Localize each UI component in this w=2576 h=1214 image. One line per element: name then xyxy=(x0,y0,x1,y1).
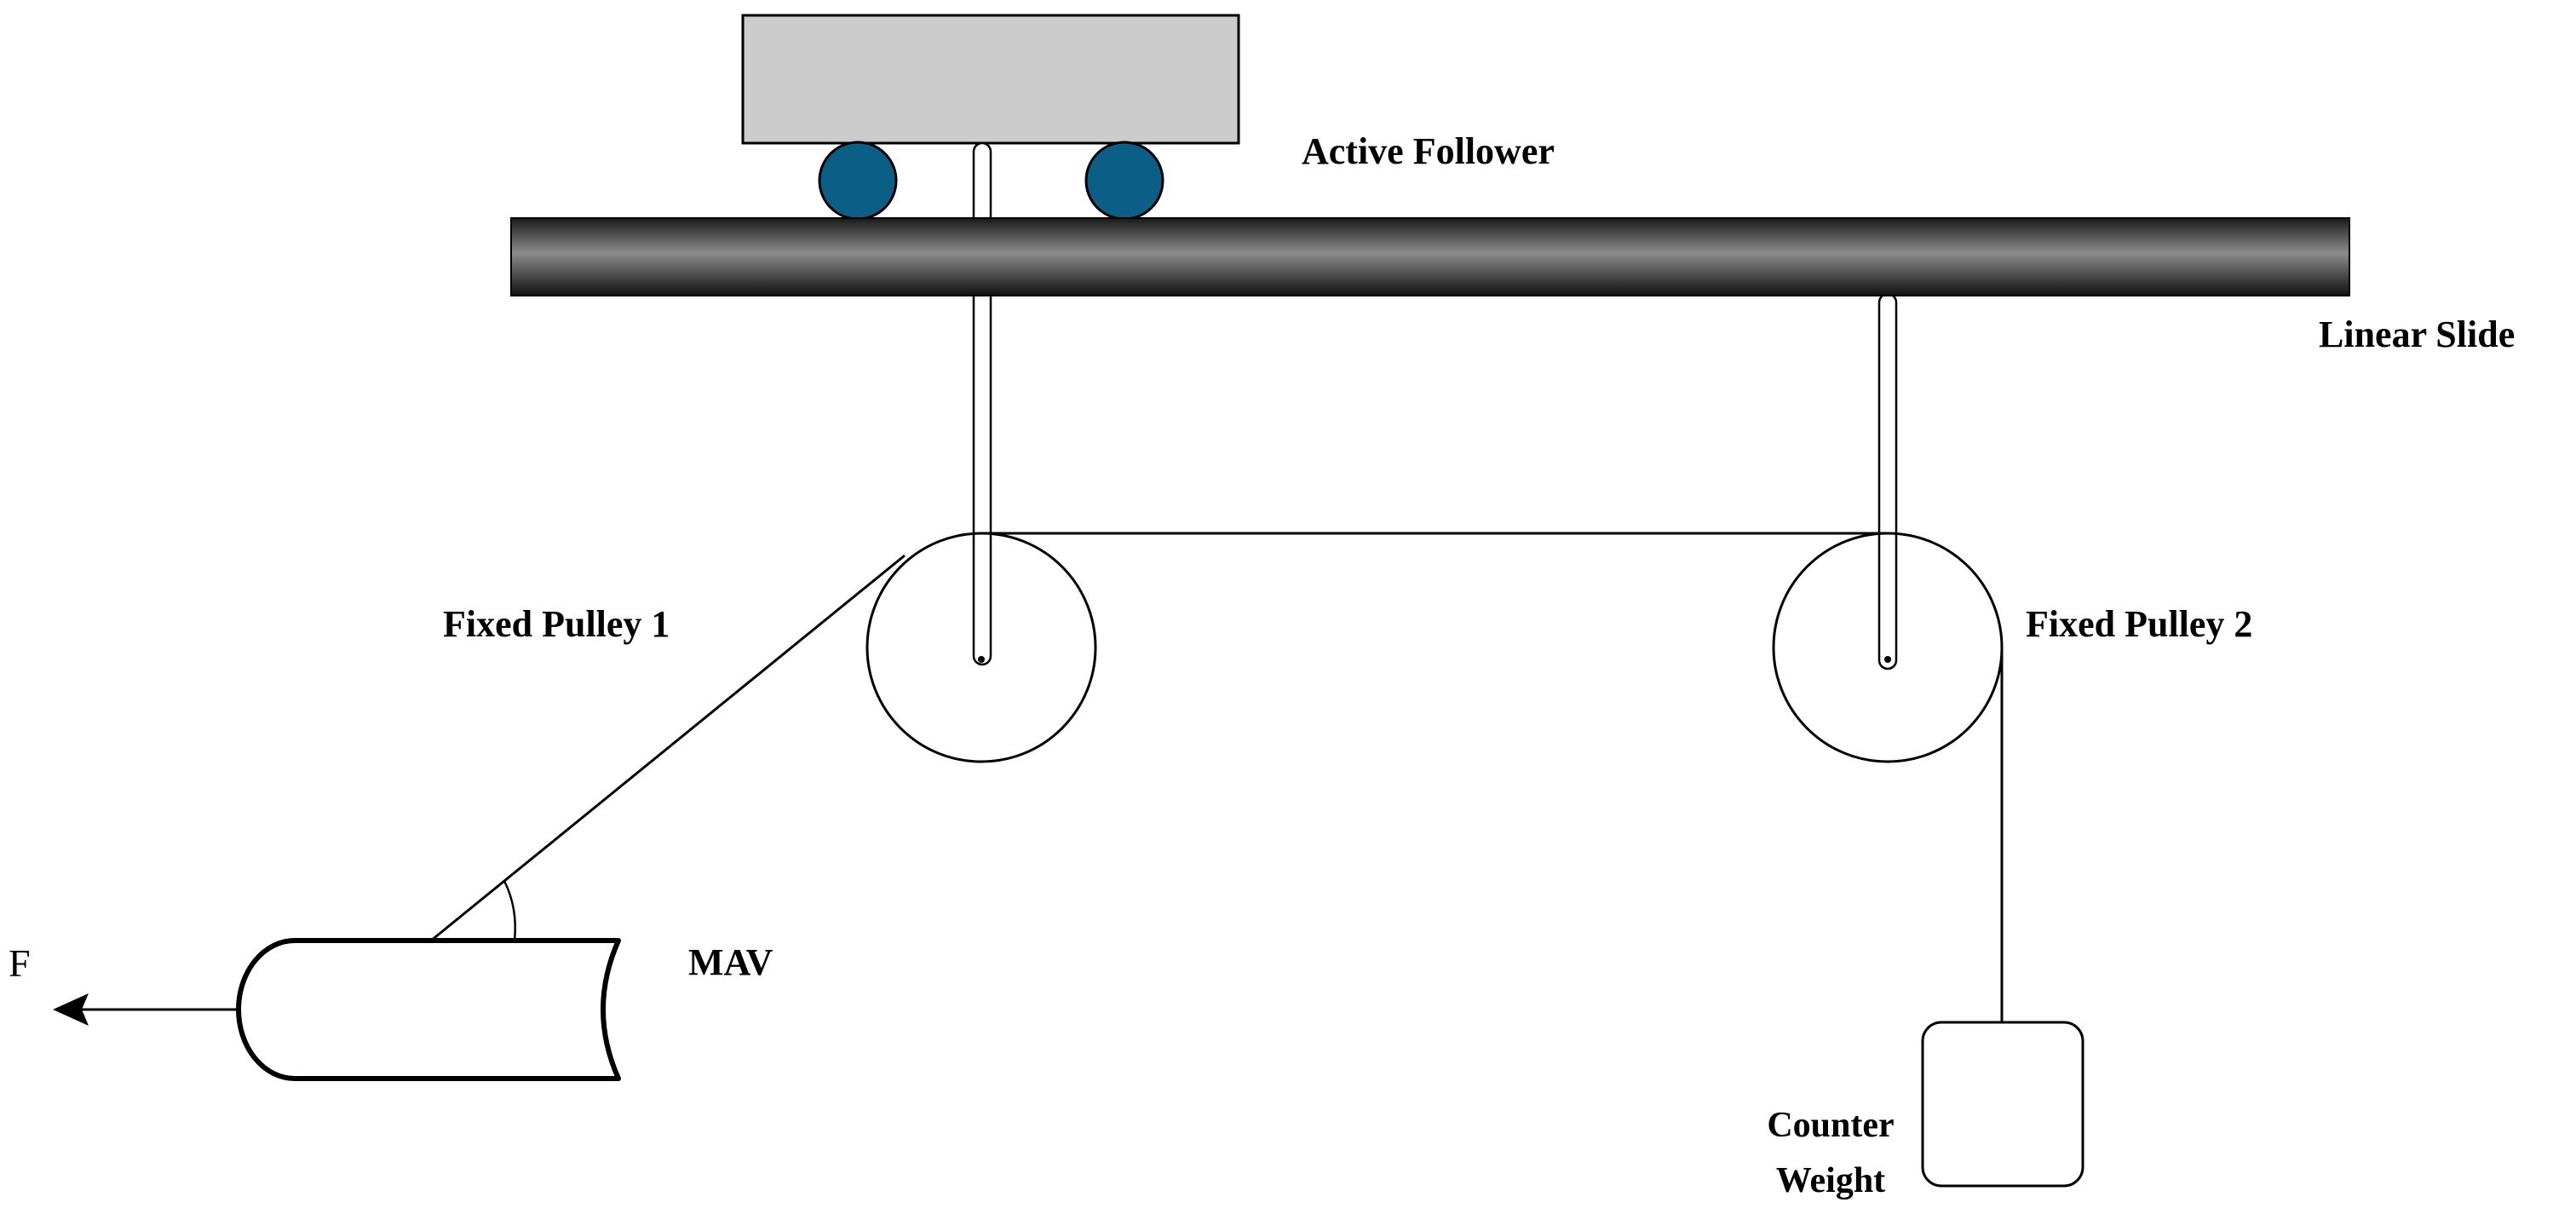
carriage-block xyxy=(741,14,1240,145)
mav-body xyxy=(236,938,621,1081)
label-fixed-pulley-2: Fixed Pulley 2 xyxy=(2026,603,2252,645)
label-linear-slide: Linear Slide xyxy=(2319,314,2515,355)
carriage-wheel-right xyxy=(1084,141,1164,221)
label-fixed-pulley-1: Fixed Pulley 1 xyxy=(443,603,670,645)
label-mav: MAV xyxy=(688,941,773,983)
pulley-1-axle xyxy=(978,656,985,663)
pulley-2-axle xyxy=(1884,656,1891,663)
label-counter-weight-line1: Counter xyxy=(1767,1106,1894,1145)
carriage-wheel-left xyxy=(818,141,898,221)
linear-slide-rail xyxy=(510,217,2350,296)
cable-angle-arc xyxy=(503,880,517,941)
label-counter-weight-line2: Weight xyxy=(1776,1161,1885,1200)
force-arrow-head xyxy=(53,993,89,1026)
pulley-2-rod xyxy=(1877,292,1898,670)
label-force: F xyxy=(9,941,31,985)
counter-weight-block xyxy=(1921,1021,2084,1188)
label-active-follower: Active Follower xyxy=(1302,130,1555,172)
cable-to-mav xyxy=(430,554,906,942)
